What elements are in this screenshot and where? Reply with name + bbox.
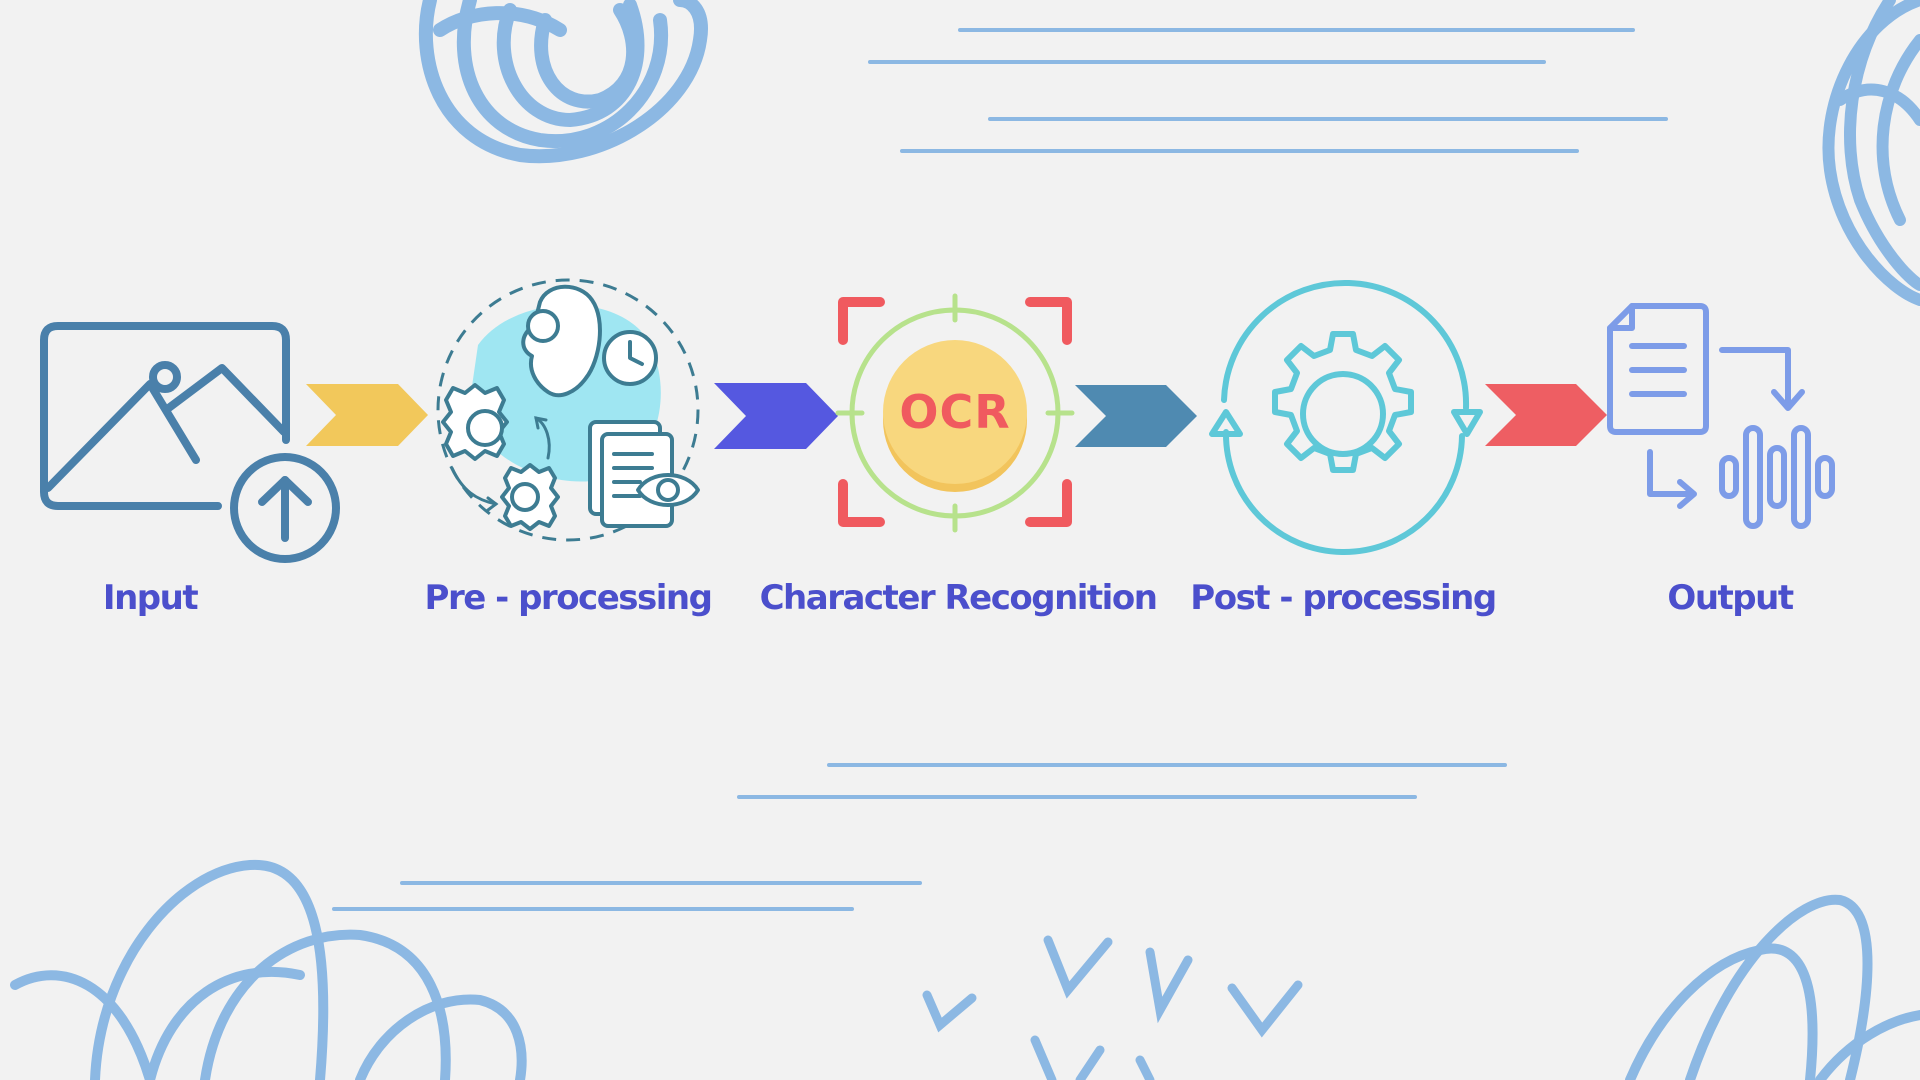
arrow-recognition-to-postprocess [1075, 385, 1197, 447]
scribble-bottom-left [10, 859, 527, 1080]
lines-bottom-left [332, 881, 922, 911]
step-label-character-recognition: Character Recognition [759, 578, 1158, 618]
scribble-right [1822, 0, 1920, 306]
scribble-top [418, 0, 708, 164]
arrow-preprocess-to-recognition [714, 383, 838, 449]
scribble-bottom-right [1625, 894, 1920, 1080]
step-label-input: Input [102, 578, 199, 618]
step-label-preprocessing: Pre - processing [424, 578, 713, 618]
arrow-input-to-preprocess [306, 384, 428, 446]
step-label-output: Output [1667, 578, 1794, 618]
ocr-badge-text: OCR [899, 385, 1011, 439]
checkmarks-bottom [922, 935, 1303, 1080]
arrow-postprocess-to-output [1485, 384, 1607, 446]
lines-middle [737, 763, 1507, 799]
lines-top [868, 28, 1668, 153]
step-label-postprocessing: Post - processing [1190, 578, 1497, 618]
